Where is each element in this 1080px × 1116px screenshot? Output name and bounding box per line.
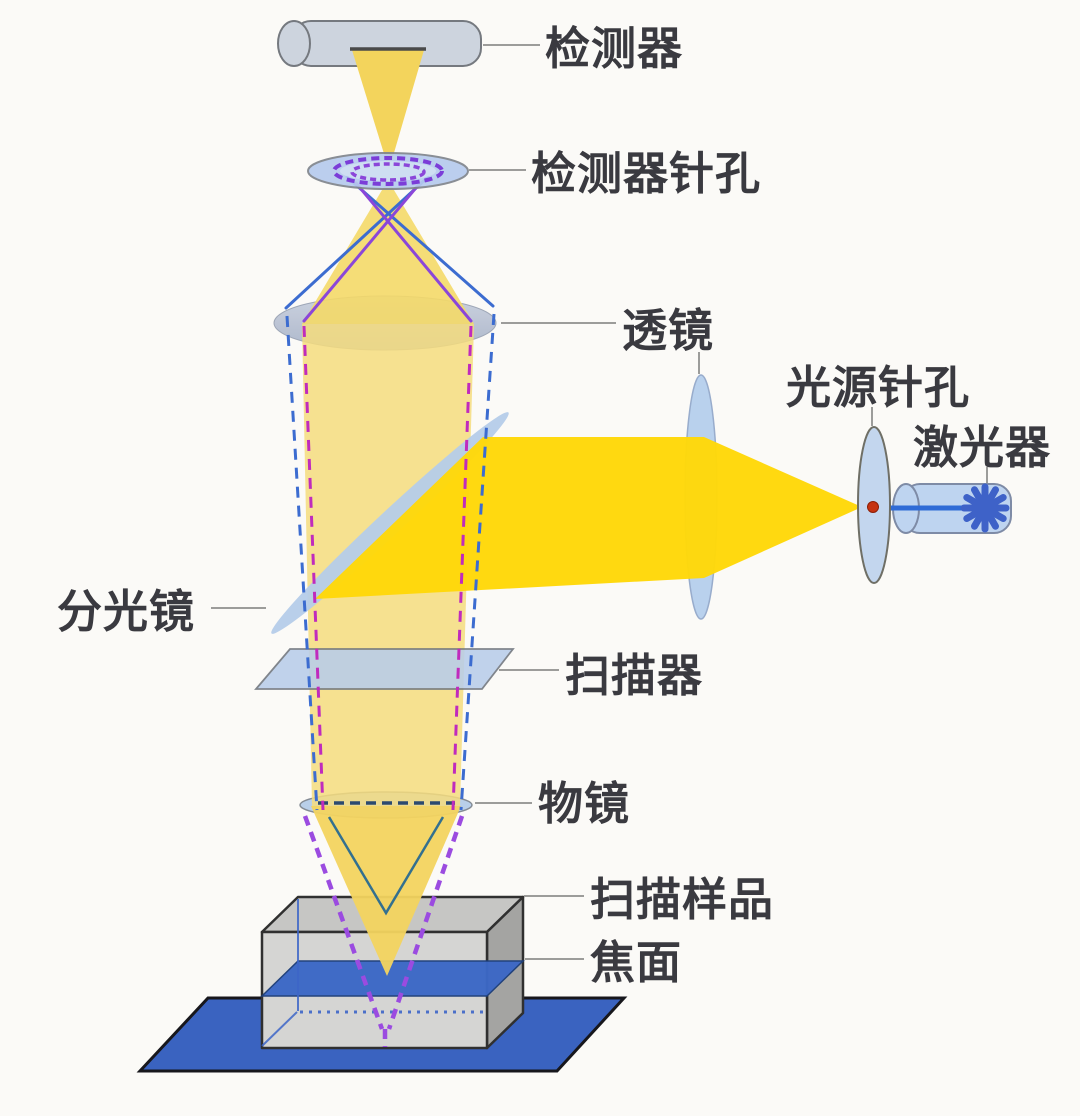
- label-objective: 物镜: [538, 778, 631, 829]
- blue-ray-left: [284, 175, 430, 310]
- beam-splitter-mirror: [271, 412, 509, 634]
- blue-ray-right: [345, 175, 495, 308]
- detector-pinhole-iris-inner: [350, 162, 426, 182]
- laser-assembly: [890, 483, 1012, 534]
- label-focal-plane: 焦面: [590, 937, 683, 988]
- purple-defocus-ray-v: [302, 815, 465, 1047]
- excitation-beam-converging: [704, 437, 862, 578]
- purple-ray-left: [302, 181, 422, 323]
- emission-cone-pinhole-to-lens: [302, 180, 474, 324]
- label-laser: 激光器: [913, 422, 1052, 473]
- purple-ray-right: [354, 181, 473, 323]
- emission-rays-solid: [284, 175, 495, 323]
- detector-tube-end-cap: [277, 20, 311, 67]
- blue-dashed-right: [459, 313, 496, 811]
- emission-rays-dashed: [285, 313, 496, 811]
- label-scanner: 扫描器: [565, 650, 704, 701]
- detector-pinhole-assembly: [307, 152, 469, 190]
- label-lens: 透镜: [622, 305, 715, 356]
- focus-red-dot: [867, 501, 879, 513]
- blue-dashed-left: [285, 315, 319, 811]
- detector-assembly: [277, 20, 482, 170]
- leader-lines: [211, 44, 988, 960]
- sample-box-hidden-edge-diagonal: [261, 1011, 298, 1047]
- label-beam-splitter: 分光镜: [57, 586, 196, 637]
- focal-plane-surface: [260, 960, 525, 997]
- label-source-pinhole: 光源针孔: [786, 362, 971, 413]
- detector-entrance-cone: [352, 50, 424, 170]
- laser-starburst-icon: [960, 483, 1010, 533]
- teal-marginal-ray-v: [327, 816, 445, 916]
- label-detector: 检测器: [545, 23, 684, 74]
- label-sample: 扫描样品: [590, 874, 775, 925]
- scanner-plate: [254, 648, 515, 690]
- excitation-beam: [315, 437, 704, 599]
- magenta-dashed-left: [302, 325, 325, 811]
- magenta-dashed-right: [451, 325, 473, 811]
- label-detector-pinhole: 检测器针孔: [531, 148, 762, 199]
- detector-pinhole-iris-outer: [332, 156, 444, 186]
